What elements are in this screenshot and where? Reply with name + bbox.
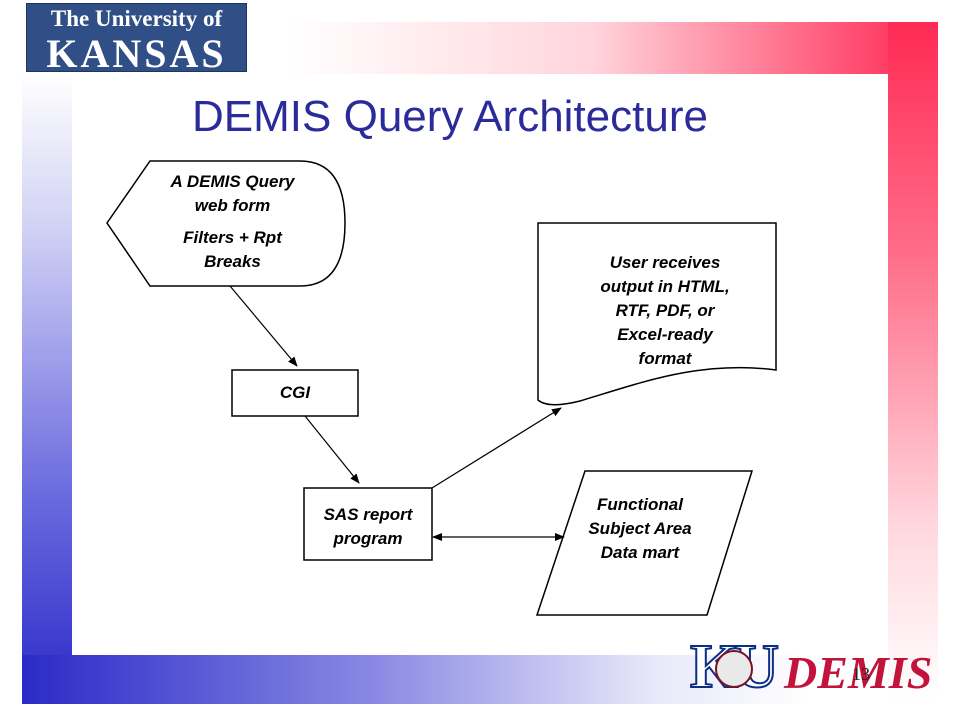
datamart-line-1: Functional bbox=[597, 495, 683, 514]
datamart-data-shape bbox=[535, 470, 754, 616]
logo-line-2: KANSAS bbox=[46, 31, 227, 76]
sas-line-2: program bbox=[333, 529, 403, 548]
demis-wordmark: DEMIS bbox=[784, 647, 933, 698]
sas-label: SAS report program bbox=[304, 503, 432, 551]
web-form-line-3: Filters + Rpt bbox=[183, 228, 282, 247]
web-form-line-2: web form bbox=[194, 196, 271, 215]
cgi-label: CGI bbox=[279, 383, 311, 402]
left-gradient-band bbox=[22, 74, 72, 704]
output-line-5: format bbox=[638, 349, 692, 368]
datamart-label: Functional Subject Area Data mart bbox=[560, 493, 720, 565]
web-form-display-shape bbox=[106, 160, 346, 287]
edge-webform-to-cgi bbox=[229, 285, 298, 367]
output-label: User receives output in HTML, RTF, PDF, … bbox=[565, 251, 765, 371]
right-gradient-band bbox=[888, 22, 938, 702]
edge-sas-to-output bbox=[431, 407, 562, 489]
logo-line-1: The University of bbox=[50, 6, 223, 31]
output-line-4: Excel-ready bbox=[617, 325, 713, 344]
output-line-3: RTF, PDF, or bbox=[615, 301, 715, 320]
jayhawk-icon bbox=[715, 650, 753, 688]
university-logo: The University of KANSAS bbox=[26, 3, 247, 76]
datamart-line-2: Subject Area bbox=[588, 519, 692, 538]
sas-line-1: SAS report bbox=[323, 505, 413, 524]
ku-demis-logo: KU DEMIS bbox=[688, 632, 932, 704]
web-form-line-1: A DEMIS Query bbox=[170, 172, 295, 191]
page-number: 13 bbox=[852, 664, 870, 684]
output-document-shape bbox=[537, 222, 777, 406]
web-form-label: A DEMIS Query web form Filters + Rpt Bre… bbox=[130, 170, 335, 274]
slide-title: DEMIS Query Architecture bbox=[192, 92, 708, 141]
edge-cgi-to-sas bbox=[304, 415, 360, 484]
output-line-1: User receives bbox=[609, 253, 721, 272]
datamart-line-3: Data mart bbox=[600, 543, 680, 562]
output-line-2: output in HTML, bbox=[600, 277, 730, 296]
cgi-process-box bbox=[231, 369, 359, 417]
bottom-gradient-band bbox=[22, 655, 812, 704]
sas-program-box bbox=[303, 487, 433, 561]
web-form-line-4: Breaks bbox=[204, 252, 261, 271]
